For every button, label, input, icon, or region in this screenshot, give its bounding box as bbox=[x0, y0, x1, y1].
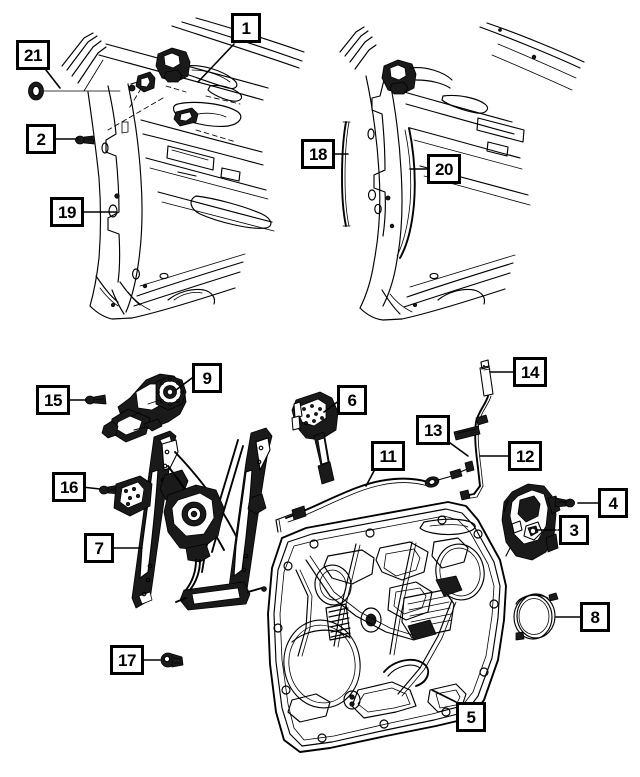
callout-9[interactable]: 9 bbox=[192, 363, 222, 393]
leader-9 bbox=[175, 377, 193, 391]
callout-12[interactable]: 12 bbox=[508, 441, 542, 471]
callout-11[interactable]: 11 bbox=[371, 441, 405, 471]
callout-14[interactable]: 14 bbox=[513, 357, 547, 387]
callout-1[interactable]: 1 bbox=[231, 13, 261, 43]
latch-screw bbox=[554, 497, 576, 508]
inside-handle-bracket bbox=[291, 391, 339, 485]
handle-grommet bbox=[28, 81, 44, 101]
leader-5 bbox=[431, 689, 457, 703]
latch-release-cable bbox=[275, 460, 475, 533]
callout-18[interactable]: 18 bbox=[301, 139, 335, 169]
callout-8[interactable]: 8 bbox=[580, 602, 610, 632]
callout-20[interactable]: 20 bbox=[427, 154, 461, 184]
outside-handle-assembly bbox=[128, 47, 243, 127]
spring-detail bbox=[325, 603, 351, 641]
callout-13[interactable]: 13 bbox=[416, 415, 450, 445]
vent-detail bbox=[401, 575, 463, 641]
callout-4[interactable]: 4 bbox=[598, 488, 628, 518]
door-module-push-pin bbox=[160, 652, 184, 668]
handle-screw bbox=[75, 135, 95, 145]
leader-21 bbox=[45, 69, 61, 89]
callout-2[interactable]: 2 bbox=[26, 124, 56, 154]
leader-1 bbox=[197, 43, 235, 83]
callout-17[interactable]: 17 bbox=[110, 645, 144, 675]
upper-right-handle-cluster bbox=[381, 59, 453, 95]
motor-screw bbox=[85, 394, 107, 405]
speaker-seal-ring bbox=[513, 592, 559, 641]
window-regulator bbox=[113, 427, 273, 611]
callout-19[interactable]: 19 bbox=[50, 197, 84, 227]
leader-11 bbox=[365, 470, 375, 487]
callout-21[interactable]: 21 bbox=[16, 40, 50, 70]
upper-right-door-opening bbox=[339, 22, 585, 321]
callout-15[interactable]: 15 bbox=[36, 385, 70, 415]
door-latch-assembly bbox=[501, 483, 561, 561]
callout-7[interactable]: 7 bbox=[84, 533, 114, 563]
window-regulator-motor bbox=[101, 373, 187, 443]
callout-3[interactable]: 3 bbox=[559, 515, 589, 545]
lock-actuating-rods bbox=[453, 359, 494, 501]
callout-6[interactable]: 6 bbox=[337, 385, 367, 415]
callout-16[interactable]: 16 bbox=[52, 472, 86, 502]
upper-left-door-opening bbox=[28, 17, 305, 320]
callout-5[interactable]: 5 bbox=[456, 702, 486, 732]
